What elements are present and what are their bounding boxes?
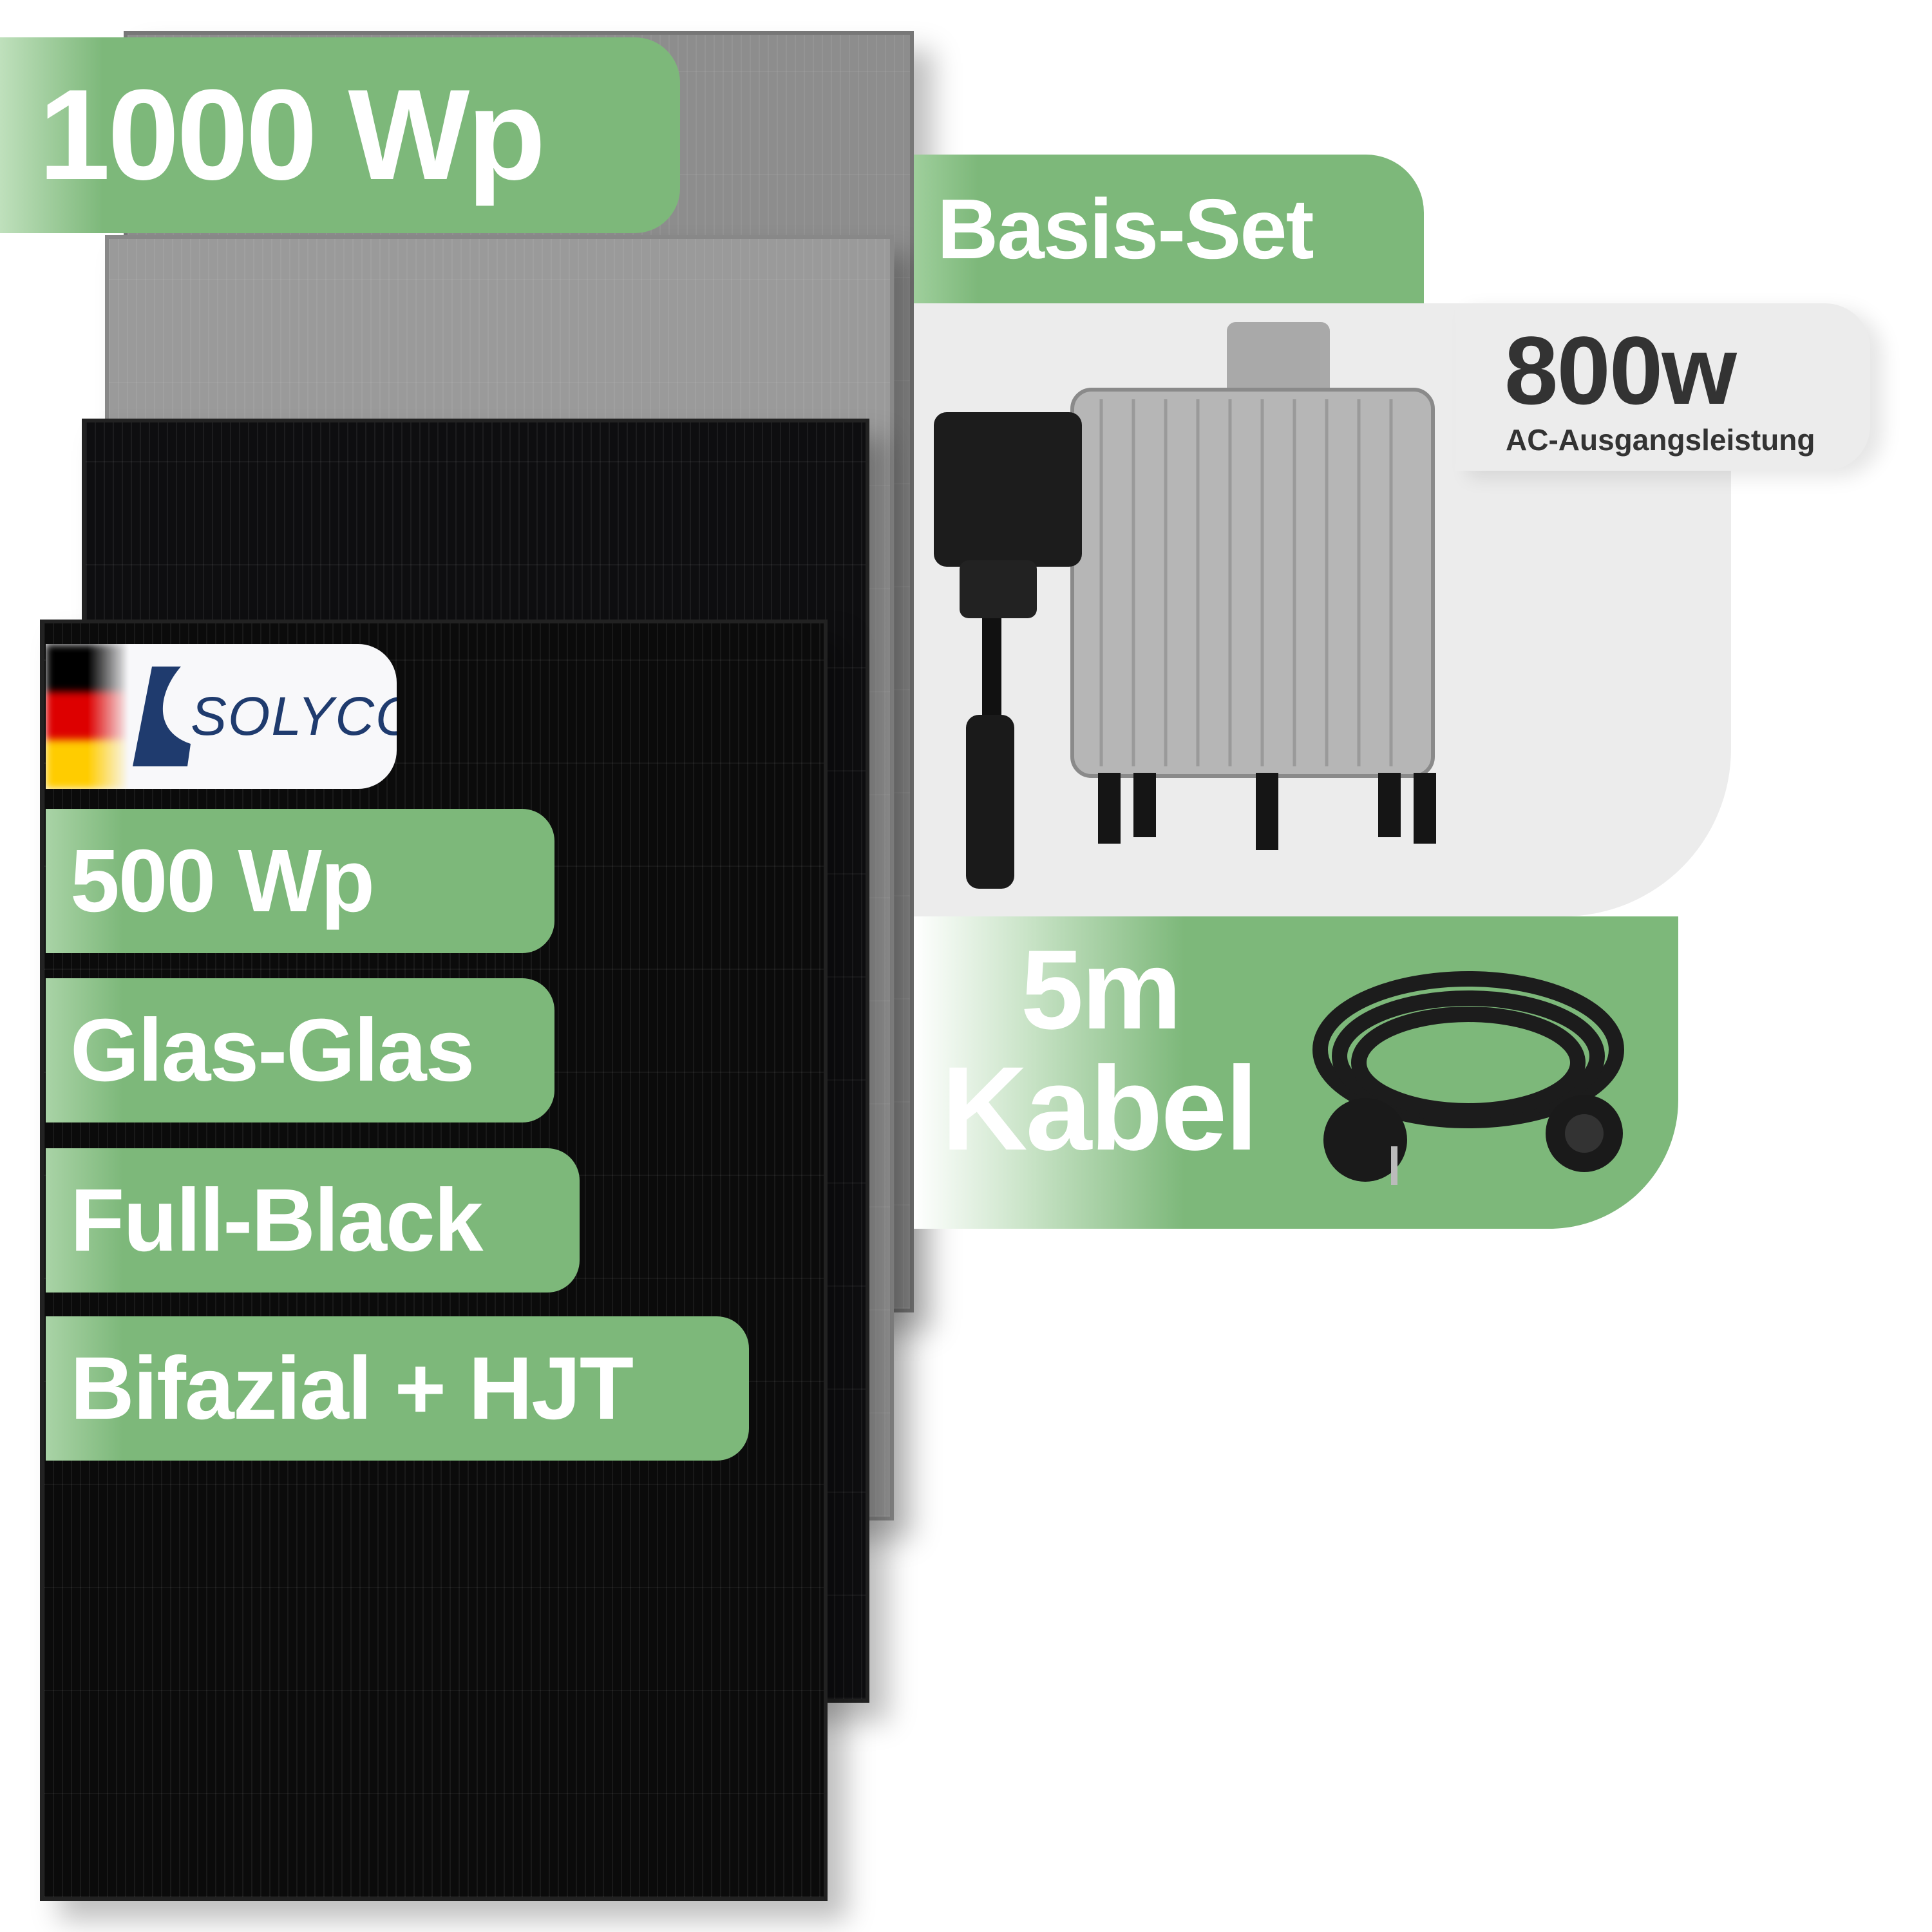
brand-logo-card: SOLYCO [46, 644, 397, 789]
feature-glass-text: Glas-Glas [70, 1001, 475, 1100]
set-name-text: Basis-Set [937, 182, 1314, 276]
cable-length: 5m [1021, 927, 1182, 1053]
inverter-power-value: 800w [1504, 316, 1737, 424]
feature-full-black-text: Full-Black [70, 1171, 483, 1270]
feature-full-black: Full-Black [46, 1148, 580, 1293]
inverter-power-label: AC-Ausgangsleistung [1506, 423, 1815, 457]
solyco-logo-mark [133, 667, 191, 766]
brand-logo-text: SOLYCO [191, 686, 397, 746]
total-power-badge: 1000 Wp [0, 37, 680, 233]
cable-image [1312, 971, 1624, 1185]
feature-power-text: 500 Wp [70, 831, 375, 931]
total-power-text: 1000 Wp [39, 63, 545, 207]
feature-power: 500 Wp [46, 809, 554, 953]
cable-label: Kabel [942, 1043, 1258, 1175]
feature-bifacial-text: Bifazial + HJT [70, 1339, 634, 1438]
cable-card [914, 916, 1678, 1229]
micro-inverter-image [934, 322, 1436, 889]
feature-bifacial: Bifazial + HJT [46, 1316, 749, 1461]
feature-glass: Glas-Glas [46, 978, 554, 1122]
germany-flag-icon [46, 644, 129, 789]
set-name-tab: Basis-Set [914, 155, 1424, 309]
inverter-power-card [1455, 303, 1870, 471]
